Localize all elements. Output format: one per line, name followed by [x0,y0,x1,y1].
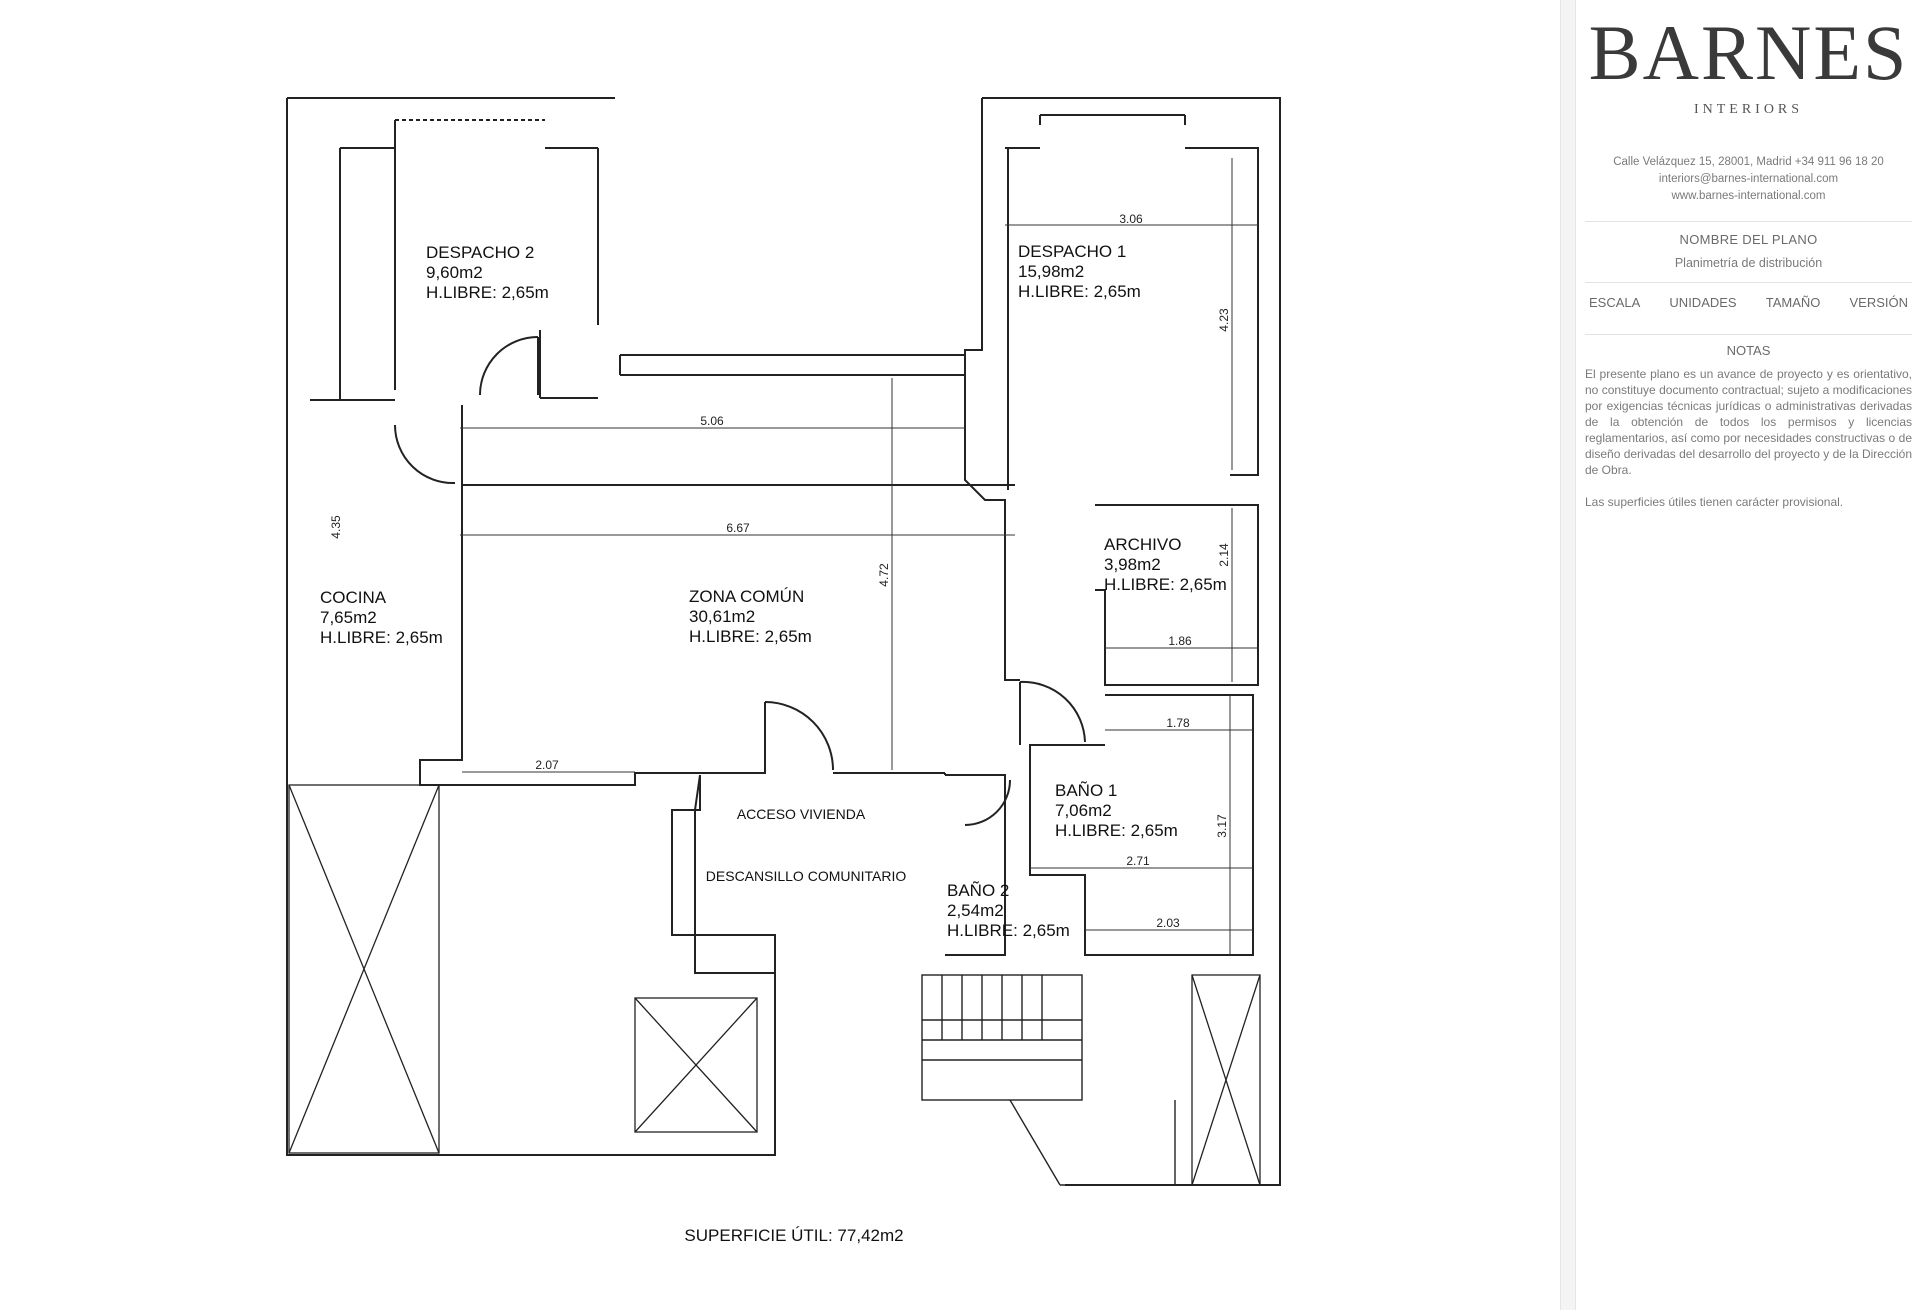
surface-total-label: SUPERFICIE ÚTIL: 77,42m2 [684,1226,903,1245]
dim-2-03: 2.03 [1156,916,1180,930]
notes-text: El presente plano es un avance de proyec… [1585,367,1912,477]
room-name: COCINA [320,588,387,607]
room-height: H.LIBRE: 2,65m [1018,282,1141,301]
descansillo-label: DESCANSILLO COMUNITARIO [706,868,907,884]
dim-2-14: 2.14 [1217,543,1231,567]
floor-plan-drawing: 3.06 4.23 5.06 6.67 4.72 4.35 2.14 1.86 … [286,97,1281,1245]
divider-line [1585,334,1912,335]
room-bano-1: BAÑO 1 7,06m2 H.LIBRE: 2,65m [1055,781,1178,840]
room-area: 7,65m2 [320,608,377,627]
room-name: BAÑO 2 [947,881,1009,900]
acceso-vivienda-label: ACCESO VIVIENDA [737,806,866,822]
plan-name-value: Planimetría de distribución [1674,256,1823,270]
brand-logo: BARNES [1588,9,1909,96]
divider-line [1585,282,1912,283]
dim-4-23: 4.23 [1217,308,1231,332]
room-area: 9,60m2 [426,263,483,282]
dim-3-06: 3.06 [1119,212,1143,226]
dim-2-07: 2.07 [535,758,559,772]
room-despacho-1: DESPACHO 1 15,98m2 H.LIBRE: 2,65m [1018,242,1141,301]
room-cocina: COCINA 7,65m2 H.LIBRE: 2,65m [320,588,443,647]
meta-escala: ESCALA [1589,295,1641,310]
room-area: 15,98m2 [1018,262,1084,281]
dim-4-72: 4.72 [877,563,891,587]
contact-block: Calle Velázquez 15, 28001, Madrid +34 91… [1585,154,1912,205]
dim-1-78: 1.78 [1166,716,1190,730]
room-archivo: ARCHIVO 3,98m2 H.LIBRE: 2,65m [1104,535,1227,594]
room-height: H.LIBRE: 2,65m [947,921,1070,940]
room-area: 2,54m2 [947,901,1004,920]
brand-subtitle: INTERIORS [1693,102,1804,117]
meta-unidades: UNIDADES [1669,295,1737,310]
room-name: ARCHIVO [1104,535,1181,554]
divider-line [1585,221,1912,222]
room-area: 7,06m2 [1055,801,1112,820]
room-height: H.LIBRE: 2,65m [1055,821,1178,840]
dim-5-06: 5.06 [700,414,724,428]
info-sidebar: BARNES INTERIORS Calle Velázquez 15, 280… [1577,0,1920,1310]
contact-website[interactable]: www.barnes-international.com [1671,190,1826,202]
room-name: DESPACHO 2 [426,243,534,262]
panel-divider [1560,0,1576,1310]
room-name: BAÑO 1 [1055,781,1117,800]
room-height: H.LIBRE: 2,65m [689,627,812,646]
notes-text-provisional: Las superficies útiles tienen carácter p… [1585,495,1844,509]
room-despacho-2: DESPACHO 2 9,60m2 H.LIBRE: 2,65m [426,243,549,302]
plan-name-label: NOMBRE DEL PLANO [1679,232,1818,247]
notes-label: NOTAS [1726,343,1771,358]
dim-4-35: 4.35 [329,515,343,539]
room-name: DESPACHO 1 [1018,242,1126,261]
dim-1-86: 1.86 [1168,634,1192,648]
room-bano-2: BAÑO 2 2,54m2 H.LIBRE: 2,65m [947,881,1070,940]
room-height: H.LIBRE: 2,65m [320,628,443,647]
plan-meta-row: ESCALA UNIDADES TAMAÑO VERSIÓN [1585,295,1912,310]
dim-6-67: 6.67 [726,521,750,535]
contact-address: Calle Velázquez 15, 28001, Madrid +34 91… [1613,156,1884,168]
meta-tamano: TAMAÑO [1765,295,1821,310]
room-name: ZONA COMÚN [689,587,804,606]
meta-version: VERSIÓN [1849,295,1908,310]
contact-email[interactable]: interiors@barnes-international.com [1658,173,1839,185]
room-area: 3,98m2 [1104,555,1161,574]
floor-plan-area: 3.06 4.23 5.06 6.67 4.72 4.35 2.14 1.86 … [286,97,1281,1245]
room-height: H.LIBRE: 2,65m [1104,575,1227,594]
dim-3-17: 3.17 [1215,814,1229,838]
room-zona-comun: ZONA COMÚN 30,61m2 H.LIBRE: 2,65m [689,587,812,646]
room-area: 30,61m2 [689,607,755,626]
dim-2-71: 2.71 [1126,854,1150,868]
room-height: H.LIBRE: 2,65m [426,283,549,302]
